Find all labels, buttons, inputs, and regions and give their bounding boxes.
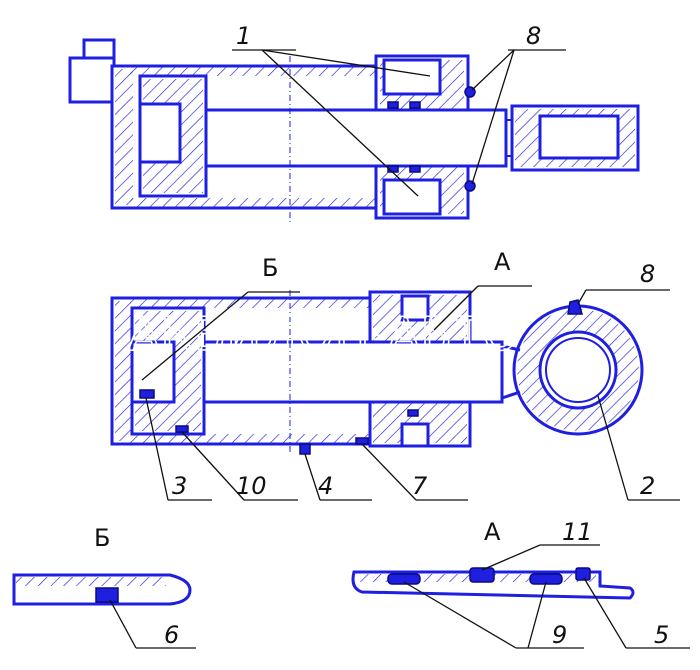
mid-rod bbox=[202, 340, 504, 404]
top-grease-nipple-lower bbox=[464, 180, 476, 192]
top-end-cap-hatch bbox=[115, 69, 133, 205]
mid-seal-10 bbox=[175, 425, 189, 433]
mid-seal-7 bbox=[355, 437, 369, 445]
mid-grease-nipple bbox=[567, 299, 583, 315]
top-cylinder-view bbox=[68, 38, 640, 224]
callout-2: 2 bbox=[640, 472, 655, 500]
view-label-a-detail: А bbox=[484, 518, 501, 546]
top-piston-nut bbox=[138, 102, 182, 164]
detail-b-seal bbox=[95, 587, 119, 603]
callout-11: 11 bbox=[562, 518, 593, 546]
view-label-b-section: Б bbox=[262, 254, 278, 282]
leader-lines bbox=[109, 49, 690, 649]
mid-eye-bushing bbox=[538, 330, 618, 410]
mid-seal-3 bbox=[139, 389, 155, 399]
callout-7: 7 bbox=[412, 472, 428, 500]
detail-a-seal-5 bbox=[575, 567, 591, 581]
detail-a-seal-left bbox=[387, 573, 421, 585]
view-label-b-detail: Б bbox=[94, 524, 110, 552]
callout-4: 4 bbox=[318, 472, 333, 500]
middle-cylinder-section bbox=[110, 290, 644, 455]
callout-3: 3 bbox=[172, 472, 187, 500]
detail-b bbox=[12, 573, 192, 606]
callout-8-top: 8 bbox=[526, 22, 541, 50]
callout-10: 10 bbox=[236, 472, 267, 500]
callout-6: 6 bbox=[164, 621, 179, 649]
detail-a bbox=[351, 567, 635, 600]
view-label-a-section: А bbox=[494, 248, 511, 276]
callout-8-mid: 8 bbox=[640, 260, 655, 288]
callout-9: 9 bbox=[552, 621, 567, 649]
top-gland-pocket-upper bbox=[382, 58, 442, 96]
top-gland-pocket-lower bbox=[382, 178, 442, 216]
watermark: АКВИЛОН-АВТО bbox=[128, 307, 519, 361]
callout-1: 1 bbox=[236, 22, 251, 50]
top-port-fitting bbox=[68, 56, 116, 104]
callout-5: 5 bbox=[654, 621, 669, 649]
mid-seal-4 bbox=[299, 443, 311, 455]
detail-a-seal-11 bbox=[469, 567, 495, 583]
